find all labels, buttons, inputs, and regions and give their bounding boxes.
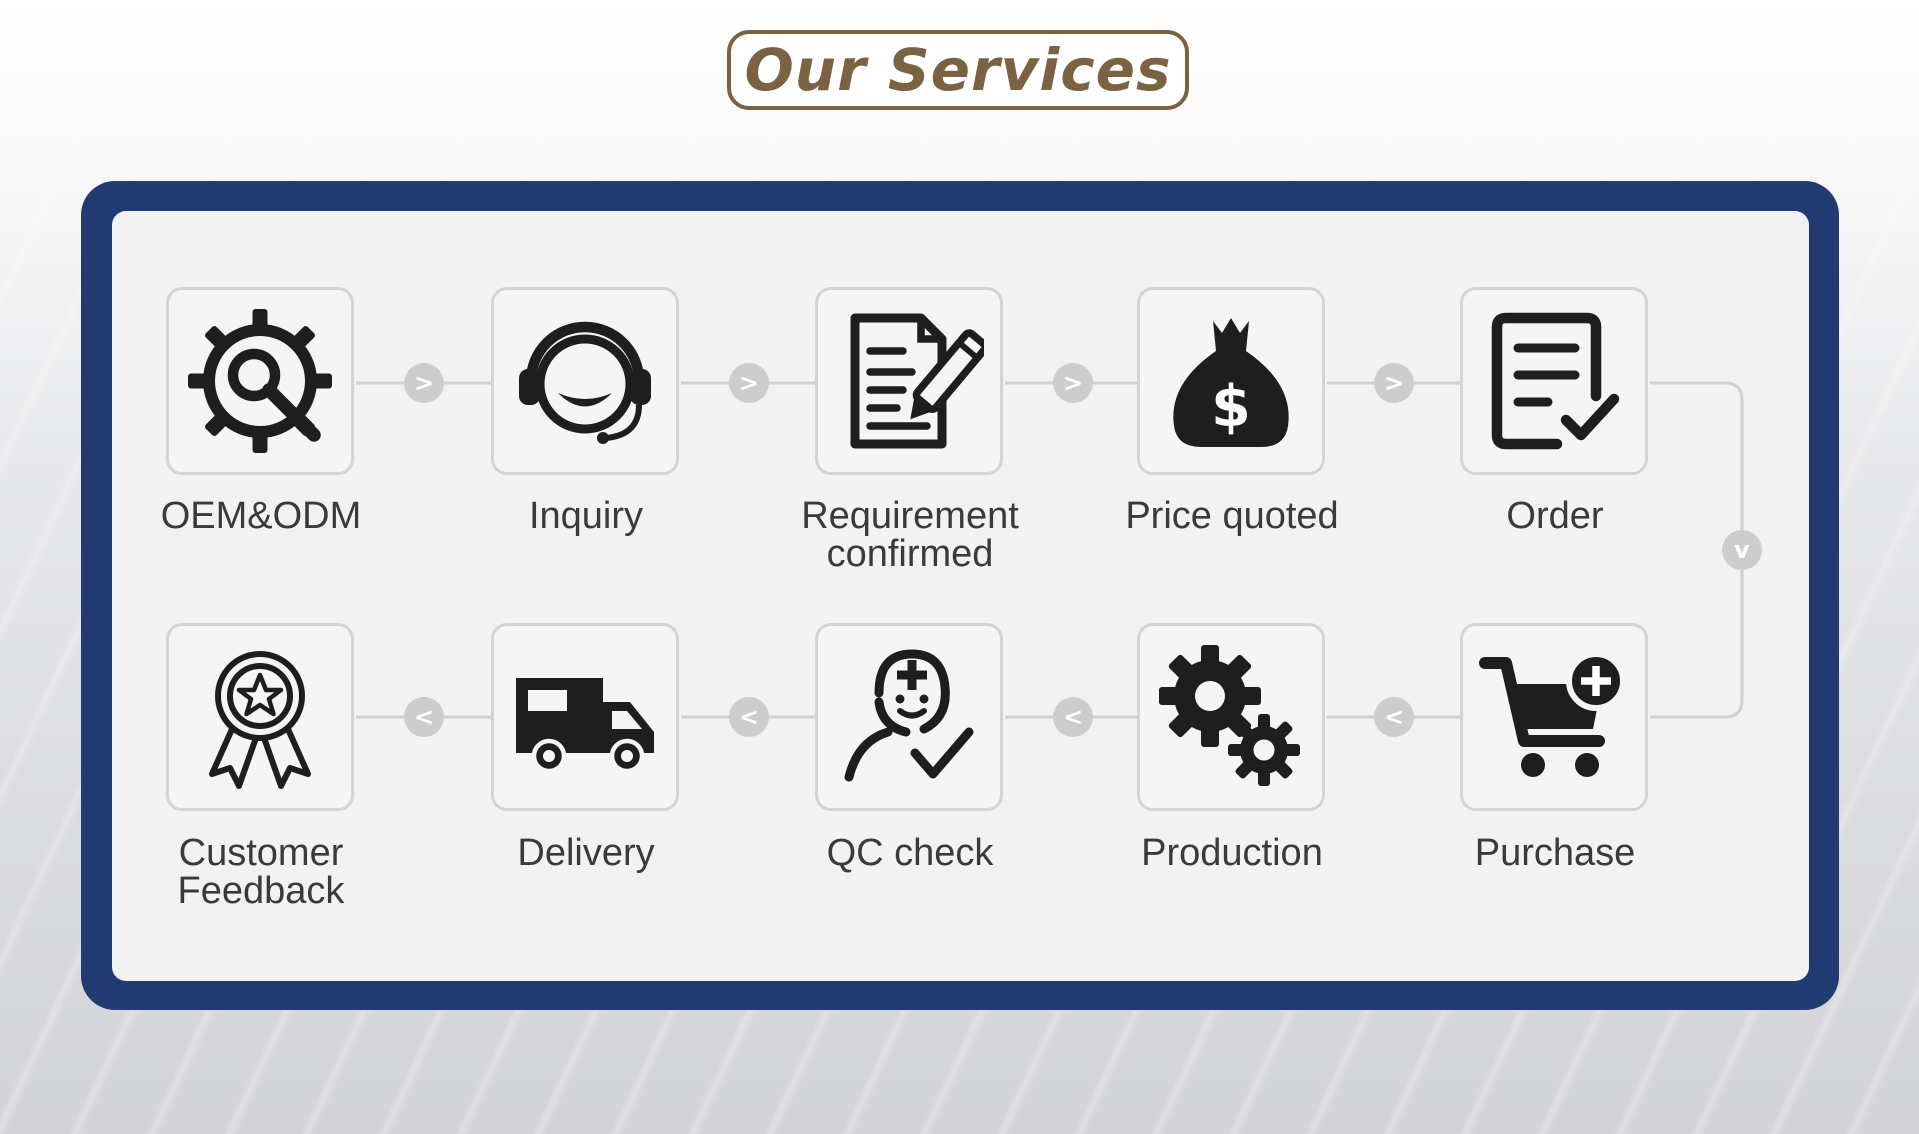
step-label-delivery: Delivery [517, 832, 655, 874]
step-label-oem-odm: OEM&ODM [160, 495, 362, 537]
arrow-right-4: > [1374, 363, 1414, 403]
title-badge: Our Services [727, 30, 1189, 110]
headset-icon [519, 321, 651, 444]
step-label-feedback: Customer Feedback [177, 832, 345, 912]
money-bag-icon: $ [1173, 318, 1289, 447]
step-card-oem-odm [166, 287, 354, 475]
award-ribbon-icon [209, 651, 311, 789]
step-card-inquiry [491, 287, 679, 475]
step-card-production [1137, 623, 1325, 811]
step-label-order: Order [1506, 495, 1604, 537]
step-card-feedback [166, 623, 354, 811]
gear-search-icon [188, 309, 332, 453]
cart-add-icon [1479, 651, 1626, 777]
step-label-inquiry: Inquiry [528, 495, 644, 537]
truck-icon [516, 678, 654, 774]
step-label-requirement: Requirement confirmed [801, 495, 1019, 575]
step-card-delivery [491, 623, 679, 811]
step-label-purchase: Purchase [1474, 832, 1636, 874]
step-label-price: Price quoted [1125, 495, 1339, 537]
step-label-qc: QC check [826, 832, 994, 874]
checklist-icon [1491, 312, 1620, 450]
arrow-right-3: > [1053, 363, 1093, 403]
arrow-down: v [1722, 530, 1762, 570]
step-card-requirement [815, 287, 1003, 475]
step-label-production: Production [1141, 832, 1323, 874]
arrow-left-4: < [404, 697, 444, 737]
arrow-left-3: < [729, 697, 769, 737]
document-edit-icon [850, 313, 984, 449]
step-card-qc [815, 623, 1003, 811]
person-check-icon [844, 649, 974, 782]
arrow-right-1: > [404, 363, 444, 403]
step-card-order [1460, 287, 1648, 475]
gears-icon [1159, 645, 1300, 786]
step-card-price: $ [1137, 287, 1325, 475]
svg-text:$: $ [1211, 374, 1251, 440]
step-card-purchase [1460, 623, 1648, 811]
arrow-right-2: > [729, 363, 769, 403]
arrow-left-1: < [1374, 697, 1414, 737]
page-title: Our Services [744, 36, 1172, 104]
arrow-left-2: < [1053, 697, 1093, 737]
